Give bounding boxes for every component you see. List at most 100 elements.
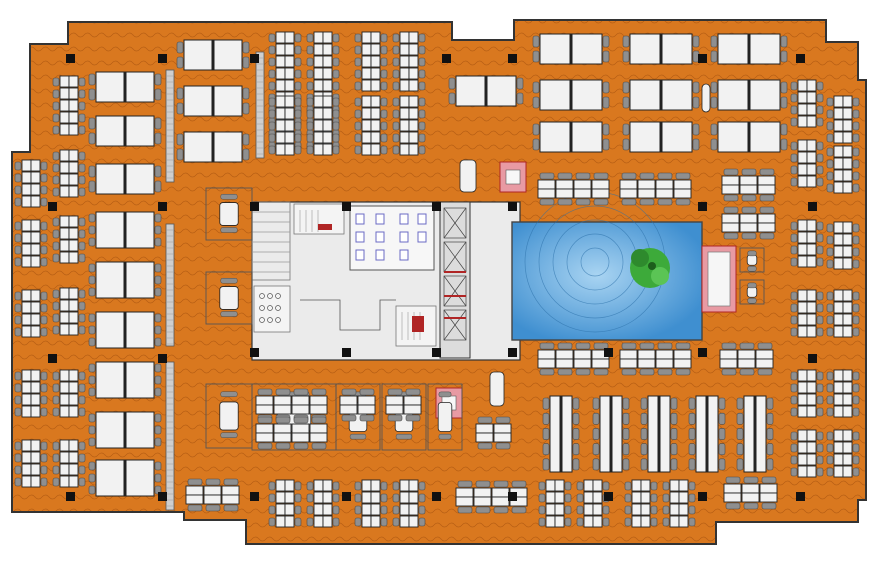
- workstation-cluster: [385, 388, 422, 422]
- workstation-cluster: [14, 219, 48, 268]
- workstation-cluster: [790, 219, 824, 268]
- meeting-room: [739, 247, 765, 273]
- counter: [459, 159, 477, 193]
- workstation-cluster: [52, 439, 86, 488]
- column-icon: [342, 492, 351, 501]
- workstation-cluster: [354, 479, 388, 528]
- workstation-cluster: [88, 71, 162, 103]
- building-core: [251, 201, 521, 361]
- workstation-cluster: [354, 95, 388, 156]
- workstation-cluster: [790, 79, 824, 128]
- meeting-room: [739, 279, 765, 305]
- column-icon: [698, 348, 707, 357]
- column-icon: [698, 492, 707, 501]
- workstation-cluster: [723, 476, 778, 510]
- meeting-room: [205, 383, 253, 449]
- workstation-cluster: [255, 416, 328, 450]
- workstation-cluster: [719, 342, 774, 376]
- workstation-cluster: [185, 478, 240, 512]
- workstation-cluster: [455, 480, 528, 514]
- column-icon: [604, 492, 613, 501]
- workstation-cluster: [640, 395, 678, 473]
- workstation-cluster: [826, 289, 860, 338]
- workstation-cluster: [710, 79, 788, 111]
- column-icon: [250, 202, 259, 211]
- workstation-cluster: [176, 39, 250, 71]
- stair-icon: [252, 211, 290, 273]
- workstation-cluster: [624, 479, 658, 528]
- workstation-cluster: [392, 95, 426, 156]
- printer-station: [499, 161, 527, 193]
- column-icon: [508, 492, 517, 501]
- elevator-icon: [443, 207, 467, 341]
- workstation-cluster: [710, 33, 788, 65]
- column-icon: [250, 348, 259, 357]
- workstation-cluster: [354, 31, 388, 92]
- column-icon: [808, 354, 817, 363]
- workstation-cluster: [14, 369, 48, 418]
- workstation-cluster: [542, 395, 580, 473]
- column-icon: [796, 54, 805, 63]
- column-icon: [508, 202, 517, 211]
- workstation-cluster: [52, 75, 86, 136]
- workstation-cluster: [532, 79, 610, 111]
- column-icon: [48, 202, 57, 211]
- workstation-cluster: [392, 31, 426, 92]
- workstation-cluster: [88, 211, 162, 249]
- column-icon: [508, 348, 517, 357]
- workstation-cluster: [736, 395, 774, 473]
- workstation-cluster: [14, 439, 48, 488]
- column-icon: [796, 492, 805, 501]
- workstation-cluster: [826, 95, 860, 144]
- workstation-cluster: [826, 221, 860, 270]
- workstation-cluster: [475, 416, 512, 450]
- workstation-cluster: [88, 411, 162, 449]
- workstation-cluster: [176, 85, 250, 117]
- workstation-cluster: [52, 369, 86, 418]
- column-icon: [250, 492, 259, 501]
- workstation-cluster: [532, 121, 610, 153]
- column-icon: [342, 348, 351, 357]
- column-icon: [342, 202, 351, 211]
- workstation-cluster: [790, 139, 824, 188]
- workstation-cluster: [448, 75, 524, 107]
- workstation-cluster: [14, 159, 48, 208]
- workstation-cluster: [710, 121, 788, 153]
- toilet-icon: [355, 213, 427, 261]
- workstation-cluster: [88, 311, 162, 349]
- workstation-cluster: [662, 479, 696, 528]
- workstation-cluster: [176, 131, 250, 163]
- workstation-cluster: [532, 33, 610, 65]
- workstation-cluster: [688, 395, 726, 473]
- workstation-cluster: [826, 145, 860, 194]
- meeting-room: [205, 187, 253, 241]
- workstation-cluster: [790, 369, 824, 418]
- workstation-cluster: [392, 479, 426, 528]
- workstation-cluster: [790, 429, 824, 478]
- column-icon: [432, 348, 441, 357]
- column-icon: [158, 54, 167, 63]
- workstation-cluster: [52, 287, 86, 336]
- workstation-cluster: [88, 115, 162, 147]
- workstation-cluster: [306, 95, 340, 156]
- column-icon: [698, 54, 707, 63]
- workstation-cluster: [52, 149, 86, 198]
- workstation-cluster: [622, 79, 700, 111]
- partition-strip: [165, 69, 175, 183]
- meeting-room: [205, 271, 253, 325]
- column-icon: [250, 54, 259, 63]
- workstation-cluster: [268, 479, 302, 528]
- workstation-cluster: [88, 261, 162, 299]
- meeting-room: [427, 383, 463, 451]
- workstation-cluster: [826, 369, 860, 418]
- workstation-cluster: [592, 395, 630, 473]
- column-icon: [432, 202, 441, 211]
- workstation-cluster: [619, 342, 692, 376]
- counter: [701, 83, 711, 113]
- workstation-cluster: [622, 121, 700, 153]
- column-icon: [698, 202, 707, 211]
- column-icon: [508, 54, 517, 63]
- column-icon: [66, 492, 75, 501]
- workstation-cluster: [790, 289, 824, 338]
